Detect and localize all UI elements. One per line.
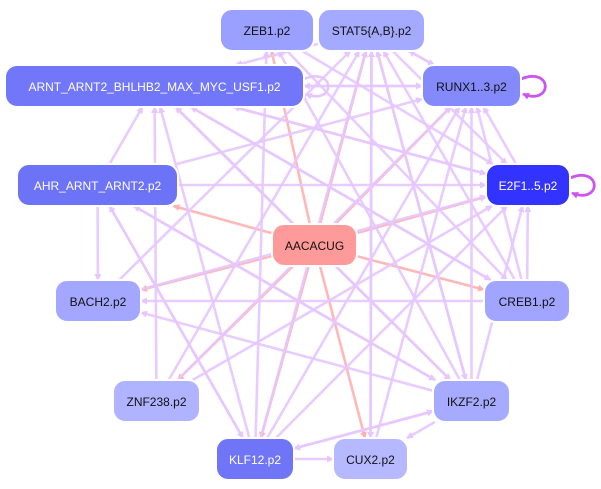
edge-klf12-to-e2f bbox=[275, 205, 508, 439]
edge-ahr-to-arnt_max bbox=[108, 106, 144, 165]
edge-zeb1-to-e2f bbox=[301, 49, 494, 166]
node-zeb1-box bbox=[219, 8, 315, 52]
edge-creb1-to-e2f bbox=[524, 205, 532, 281]
node-creb1-label: CREB1.p2 bbox=[499, 295, 556, 309]
node-arnt-max[interactable]: ARNT_ARNT2_BHLHB2_MAX_MYC_USF1.p2 bbox=[4, 64, 305, 108]
node-ahr-box bbox=[16, 163, 179, 207]
node-znf238[interactable]: ZNF238.p2 bbox=[112, 379, 201, 423]
edge-znf238-to-stat5 bbox=[167, 50, 361, 381]
node-klf12[interactable]: KLF12.p2 bbox=[215, 437, 295, 481]
node-layer: ZEB1.p2 STAT5{A,B}.p2ARNT_ARNT2_BHLHB2_MA… bbox=[4, 8, 571, 481]
edge-cux2-to-stat5 bbox=[367, 50, 375, 439]
self-loop-runx bbox=[520, 75, 547, 100]
node-arnt-max-label: ARNT_ARNT2_BHLHB2_MAX_MYC_USF1.p2 bbox=[28, 80, 280, 94]
edge-ikzf2-to-ahr bbox=[132, 204, 436, 382]
edge-znf238-to-e2f bbox=[191, 204, 493, 382]
edge-creb1-to-arnt_max bbox=[190, 105, 492, 282]
self-loop-arnt_max bbox=[303, 75, 330, 100]
node-e2f[interactable]: E2F1..5.p2 bbox=[485, 163, 571, 207]
node-bach2-label: BACH2.p2 bbox=[70, 295, 127, 309]
self-loop-e2f bbox=[569, 174, 596, 199]
node-cux2[interactable]: CUX2.p2 bbox=[332, 437, 409, 481]
edge-bach2-to-stat5 bbox=[118, 50, 352, 281]
node-ahr[interactable]: AHR_ARNT_ARNT2.p2 bbox=[16, 163, 179, 207]
node-e2f-label: E2F1..5.p2 bbox=[499, 179, 558, 193]
node-klf12-box bbox=[215, 437, 295, 481]
edge-ikzf2-to-bach2 bbox=[140, 310, 434, 392]
edge-ikzf2-to-zeb1 bbox=[277, 50, 462, 381]
edge-runx-to-stat5 bbox=[408, 49, 435, 67]
edge-ikzf2-to-stat5 bbox=[375, 50, 468, 381]
edge-layer bbox=[94, 42, 596, 463]
node-cux2-label: CUX2.p2 bbox=[346, 453, 395, 467]
node-bach2-box bbox=[54, 279, 142, 323]
node-znf238-box bbox=[112, 379, 201, 423]
edge-klf12-to-runx bbox=[266, 106, 461, 439]
node-runx[interactable]: RUNX1..3.p2 bbox=[421, 64, 522, 108]
edge-cux2-to-runx bbox=[374, 106, 468, 439]
edge-klf12-to-ikzf2 bbox=[293, 409, 434, 450]
node-znf238-label: ZNF238.p2 bbox=[126, 395, 186, 409]
node-e2f-box bbox=[485, 163, 571, 207]
edge-ikzf2-to-cux2 bbox=[406, 420, 436, 440]
node-runx-box bbox=[421, 64, 522, 108]
edge-klf12-to-zeb1 bbox=[254, 50, 270, 439]
node-center-aacacug-box bbox=[271, 223, 358, 267]
edge-klf12-to-ahr bbox=[108, 205, 245, 439]
node-ahr-label: AHR_ARNT_ARNT2.p2 bbox=[34, 179, 162, 193]
node-zeb1-label: ZEB1.p2 bbox=[244, 24, 291, 38]
node-stat5[interactable]: STAT5{A,B}.p2 bbox=[317, 8, 426, 52]
edge-e2f-to-arnt_max bbox=[232, 105, 487, 176]
node-ikzf2-label: IKZF2.p2 bbox=[447, 395, 497, 409]
node-ikzf2[interactable]: IKZF2.p2 bbox=[432, 379, 511, 423]
node-runx-label: RUNX1..3.p2 bbox=[436, 80, 507, 94]
edge-ahr-to-runx bbox=[176, 97, 423, 166]
node-bach2[interactable]: BACH2.p2 bbox=[54, 279, 142, 323]
node-ikzf2-box bbox=[432, 379, 511, 423]
node-stat5-box bbox=[317, 8, 426, 52]
node-stat5-label: STAT5{A,B}.p2 bbox=[332, 24, 412, 38]
edge-aacacug-to-cux2 bbox=[318, 265, 367, 439]
node-center-aacacug-label: AACACUG bbox=[285, 239, 344, 253]
node-cux2-box bbox=[332, 437, 409, 481]
node-klf12-label: KLF12.p2 bbox=[229, 453, 281, 467]
edge-e2f-to-runx bbox=[482, 106, 518, 165]
node-creb1[interactable]: CREB1.p2 bbox=[483, 279, 571, 323]
node-arnt-max-box bbox=[4, 64, 305, 108]
node-zeb1[interactable]: ZEB1.p2 bbox=[219, 8, 315, 52]
node-center-aacacug[interactable]: AACACUG bbox=[271, 223, 358, 267]
node-creb1-box bbox=[483, 279, 571, 323]
